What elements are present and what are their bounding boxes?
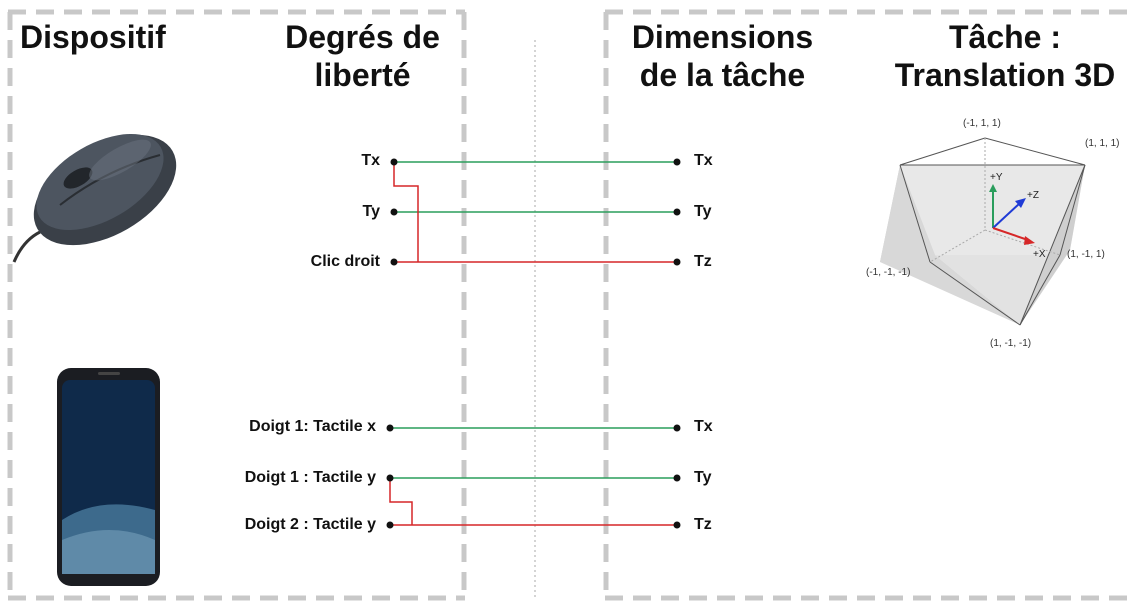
header-tache-translation: Tâche : Translation 3D	[880, 18, 1130, 94]
axis-x	[992, 227, 1029, 241]
frame-dashed-lines	[7, 9, 1130, 601]
axis-x-label: +X	[1033, 249, 1046, 260]
axis-z	[992, 202, 1021, 229]
header-tache-line1: Tâche :	[948, 19, 1062, 55]
mouse-dim-tx: Tx	[694, 152, 713, 169]
phone-dof-doigt1-y: Doigt 1 : Tactile y	[244, 469, 376, 486]
axis-z-label: +Z	[1027, 190, 1039, 201]
header-dimensions-tache: Dimensions de la tâche	[610, 18, 835, 94]
phone-dim-tx: Tx	[694, 418, 713, 435]
mouse-dof-clic-droit: Clic droit	[310, 253, 380, 270]
mouse-icon	[12, 133, 177, 263]
mouse-line-tx-branch	[393, 162, 419, 262]
mouse-dof-tx: Tx	[361, 152, 380, 169]
phone-dof-doigt1-x: Doigt 1: Tactile x	[249, 418, 376, 435]
header-degres-de-liberte: Degrés de liberté	[255, 18, 470, 94]
header-dimensions-line2: de la tâche	[639, 57, 806, 93]
phone-dim-tz: Tz	[694, 516, 712, 533]
axis-y-label: +Y	[990, 172, 1003, 183]
phone-dim-ty: Ty	[694, 469, 712, 486]
header-degres-line2: liberté	[314, 57, 411, 93]
mouse-connections	[390, 158, 681, 266]
mouse-dof-ty: Ty	[362, 203, 380, 220]
corner-label-top-right-back: (1, 1, 1)	[1085, 138, 1119, 149]
header-dimensions-line1: Dimensions	[631, 19, 814, 55]
header-tache-line2: Translation 3D	[894, 57, 1116, 93]
translation-cube: +Y +Z +X (-1, 1, 1) (1, 1, 1) (1, -1, 1)…	[866, 118, 1119, 349]
corner-label-top-left-back: (-1, 1, 1)	[963, 118, 1001, 129]
corner-label-left-low: (-1, -1, -1)	[866, 267, 910, 278]
mouse-dim-ty: Ty	[694, 203, 712, 220]
phone-dof-doigt2-y: Doigt 2 : Tactile y	[244, 516, 376, 533]
corner-label-bottom-front: (1, -1, -1)	[990, 338, 1031, 349]
smartphone-icon	[57, 368, 160, 586]
phone-line-ty-branch	[389, 478, 413, 525]
header-dispositif: Dispositif	[20, 19, 166, 55]
header-degres-line1: Degrés de	[285, 19, 440, 55]
phone-connections	[386, 424, 681, 529]
mouse-dim-tz: Tz	[694, 253, 712, 270]
corner-label-right-mid: (1, -1, 1)	[1067, 249, 1105, 260]
